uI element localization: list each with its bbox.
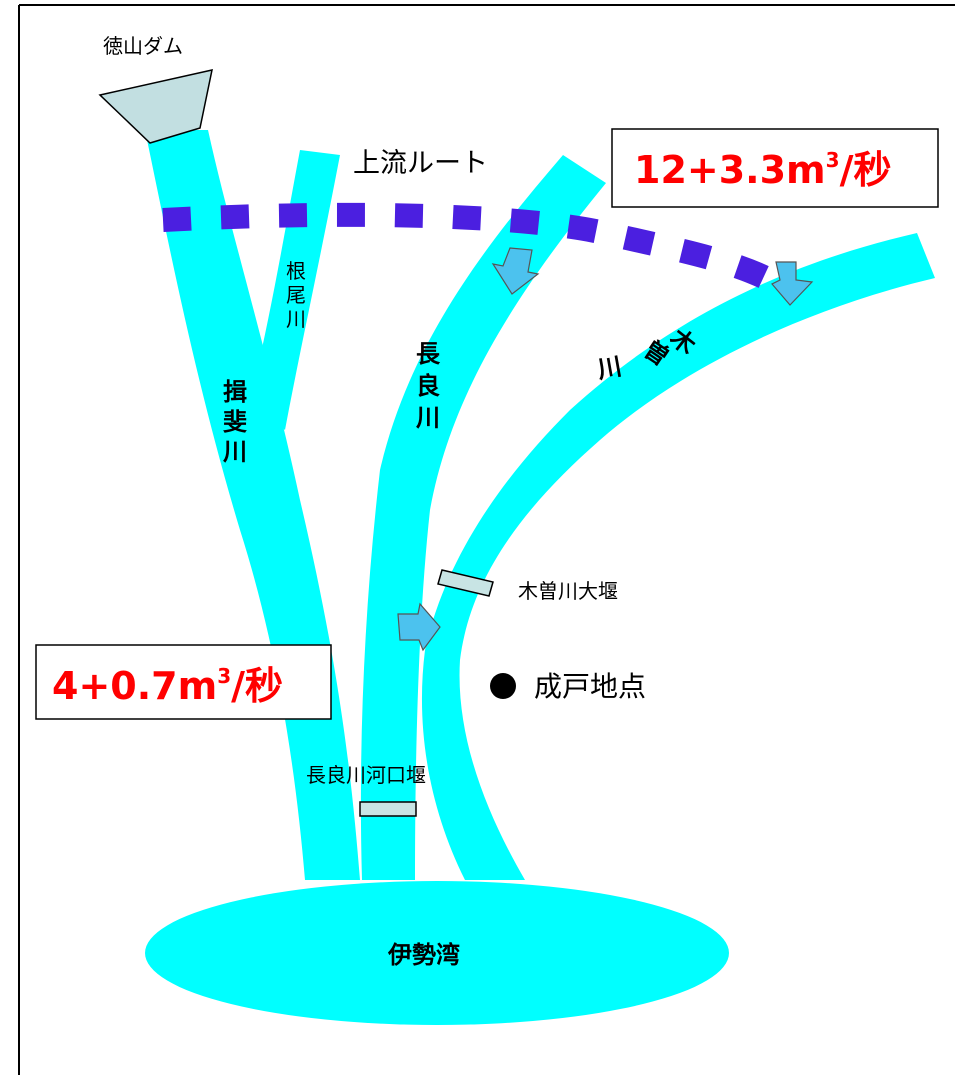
tributary-neo-char: 根 (286, 259, 306, 283)
river-kiso (421, 233, 935, 880)
river-nagara-char: 良 (416, 372, 440, 400)
weir-kiso-shape (437, 569, 494, 597)
flow-lower-sup: 3 (217, 664, 231, 688)
river-ibi-char: 川 (223, 438, 247, 466)
weir-kiso-label: 木曽川大堰 (518, 579, 618, 603)
arrow-nagara-intake (491, 247, 540, 295)
river-kiso-char: 川 (595, 352, 623, 384)
flow-lower-prefix: 4+0.7m (52, 664, 217, 708)
river-nagara-label: 長良川 (416, 340, 441, 432)
ise-bay (145, 881, 729, 1025)
tributary-neo-label: 根尾川 (286, 259, 306, 331)
tributary-neo-char: 尾 (286, 283, 306, 307)
naruto-point-label: 成戸地点 (534, 670, 646, 703)
naruto-point-marker (490, 673, 516, 699)
upper-route-line (162, 202, 776, 291)
route-label: 上流ルート (353, 148, 488, 179)
river-nagara-char: 長 (416, 340, 441, 368)
weir-nagara-shape (359, 801, 417, 817)
flow-box-lower (35, 644, 332, 720)
flow-text-upper: 12+3.3m3/秒 (634, 148, 891, 192)
flow-text-lower: 4+0.7m3/秒 (52, 664, 283, 708)
arrow-kiso-intake (771, 261, 814, 306)
dam-label: 徳山ダム (103, 34, 183, 58)
weir-nagara-label: 長良川河口堰 (306, 763, 426, 787)
flow-lower-suffix: /秒 (231, 664, 283, 708)
river-neo (250, 150, 340, 430)
tributary-neo-char: 川 (286, 307, 306, 331)
river-ibi-char: 斐 (223, 408, 247, 436)
flow-upper-sup: 3 (826, 148, 840, 172)
river-ibi-char: 揖 (223, 378, 247, 406)
flow-box-upper (611, 128, 939, 208)
dam-shape (98, 69, 213, 144)
arrow-kiso-to-nagara (397, 602, 441, 652)
bay-label: 伊勢湾 (387, 941, 460, 969)
flow-upper-suffix: /秒 (840, 148, 892, 192)
river-nagara-char: 川 (416, 404, 440, 432)
river-ibi-label: 揖斐川 (223, 378, 247, 466)
flow-upper-prefix: 12+3.3m (634, 148, 826, 192)
